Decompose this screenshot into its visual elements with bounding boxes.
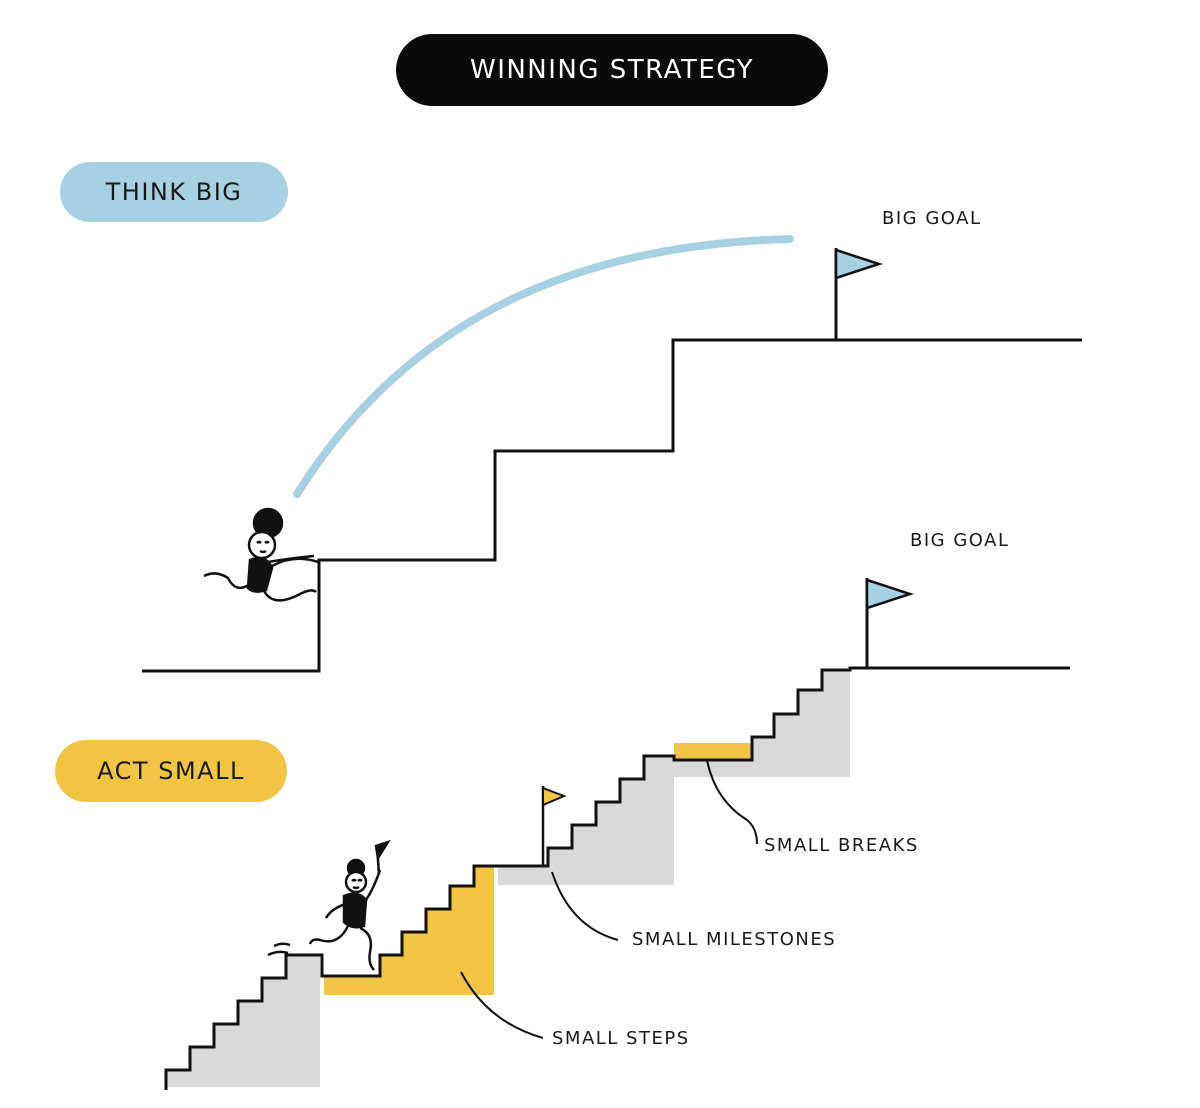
act-small-goal-label: BIG GOAL (910, 530, 1010, 551)
think-big-staircase (142, 338, 1082, 673)
title-pill: WINNING STRATEGY (396, 34, 828, 106)
step-shading (166, 670, 850, 1087)
annotation-leaders (460, 759, 758, 1039)
act-small-pill: ACT SMALL (55, 740, 287, 802)
small-breaks-label: SMALL BREAKS (764, 835, 919, 856)
think-big-figure-icon (203, 507, 319, 602)
act-small-goal-flag-icon (865, 578, 915, 668)
small-milestones-label: SMALL MILESTONES (632, 929, 837, 950)
act-small-figure-icon (267, 839, 391, 971)
small-steps-label: SMALL STEPS (552, 1028, 690, 1049)
think-big-goal-label: BIG GOAL (882, 208, 982, 229)
think-big-arc (293, 235, 794, 498)
act-small-label: ACT SMALL (97, 757, 245, 785)
milestone-flag-icon (541, 786, 567, 866)
act-small-staircase (164, 666, 1070, 1090)
think-big-label: THINK BIG (105, 178, 243, 206)
think-big-flag-icon (834, 248, 884, 340)
think-big-pill: THINK BIG (60, 162, 288, 222)
title-text: WINNING STRATEGY (469, 55, 754, 85)
